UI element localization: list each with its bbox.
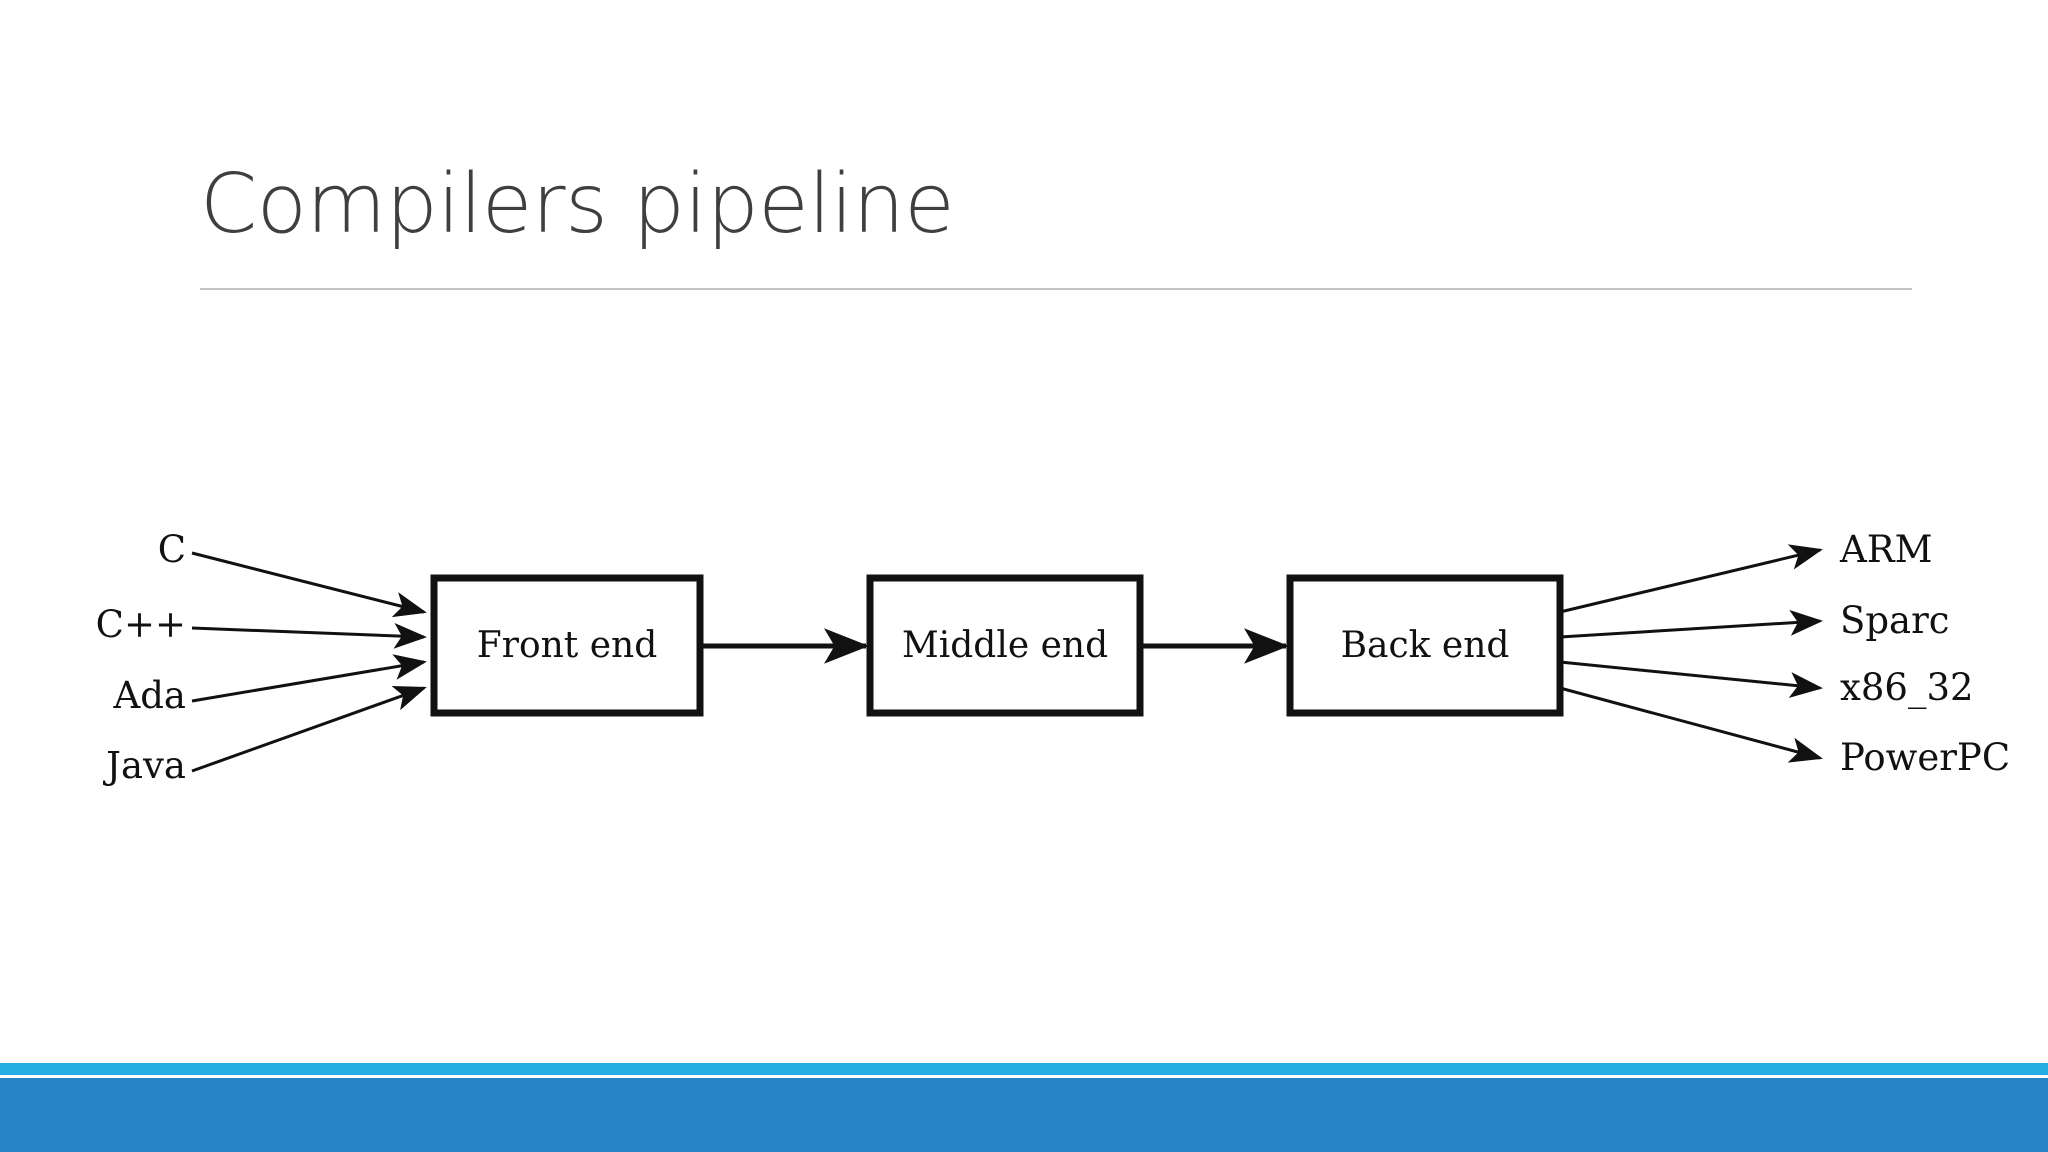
compiler-pipeline-diagram: C C++ Ada Java Front end Middle end Back… [0, 440, 2048, 860]
footer-strip-divider [0, 1075, 2048, 1078]
input-label-cpp: C++ [96, 603, 186, 646]
page-title: Compilers pipeline [200, 157, 955, 252]
stage-label-middle-end: Middle end [902, 625, 1108, 666]
output-label-arm: ARM [1839, 528, 1932, 571]
output-label-x86-32: x86_32 [1840, 666, 1974, 710]
output-arrow-sparc [1559, 609, 1823, 639]
stage-box-front-end [430, 574, 704, 717]
stage-label-back-end: Back end [1341, 625, 1510, 666]
output-label-sparc: Sparc [1840, 599, 1950, 642]
stage-box-back-end [1286, 574, 1564, 717]
footer-accent-bar [0, 1063, 2048, 1152]
output-arrow-x86-32 [1559, 660, 1823, 698]
output-arrow-arm [1559, 544, 1823, 614]
output-arrow-powerpc [1559, 686, 1823, 763]
footer-strip-dark [0, 1078, 2048, 1152]
input-arrow-cpp [191, 622, 427, 649]
input-label-ada: Ada [113, 674, 186, 717]
footer-strip-light [0, 1063, 2048, 1075]
input-arrow-java [191, 685, 427, 773]
input-arrow-c [191, 551, 427, 618]
title-block: Compilers pipeline [200, 150, 1912, 295]
stage-label-front-end: Front end [477, 625, 658, 666]
stage-box-middle-end [866, 574, 1144, 717]
title-divider [200, 288, 1912, 290]
input-arrow-ada [191, 654, 427, 703]
input-label-java: Java [102, 744, 186, 787]
input-label-c: C [158, 528, 186, 571]
output-label-powerpc: PowerPC [1840, 736, 2010, 779]
